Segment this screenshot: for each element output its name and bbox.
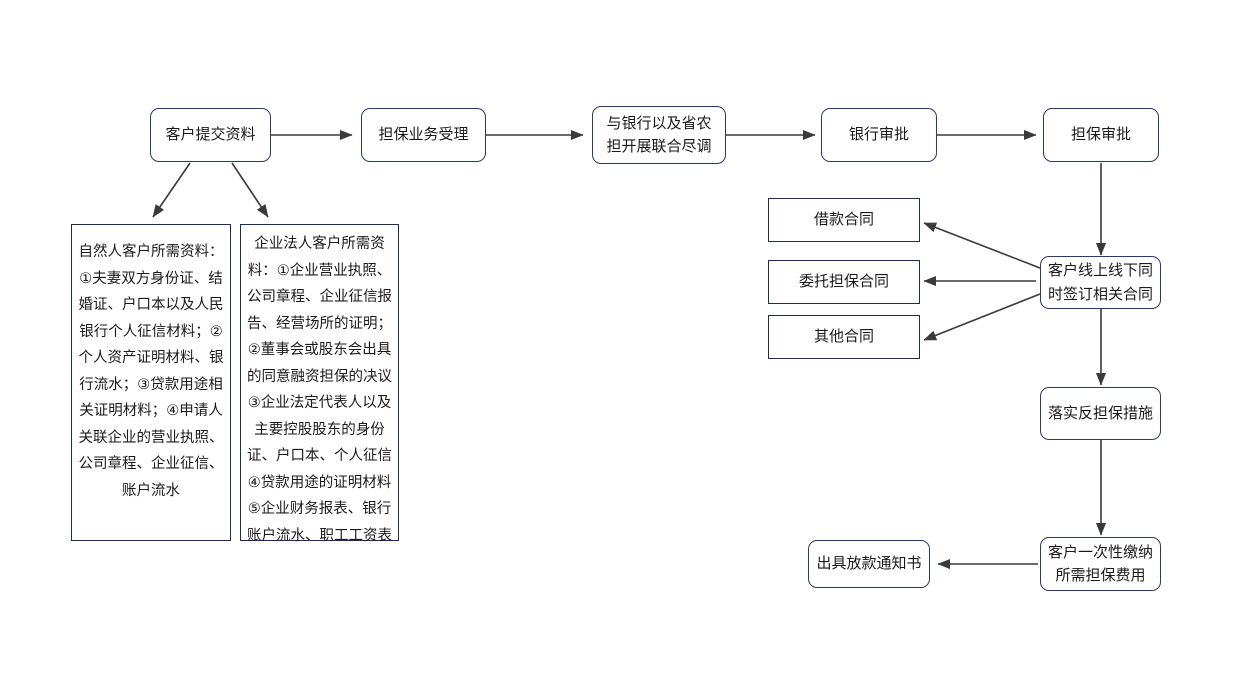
node-natural-person-materials[interactable]: 自然人客户所需资料： ①夫妻双方身份证、结 婚证、户口本以及人民 银行个人征信材… — [71, 224, 231, 541]
node-sign-contracts-label: 客户线上线下同 时签订相关合同 — [1047, 262, 1153, 303]
node-submit-materials-label: 客户提交资料 — [165, 126, 256, 144]
node-guarantee-approval[interactable]: 担保审批 — [1043, 108, 1159, 162]
connector-sign-contracts-to-other-contract — [923, 293, 1041, 341]
node-issue-loan-notice[interactable]: 出具放款通知书 — [808, 540, 930, 588]
node-pay-guarantee-fee[interactable]: 客户一次性缴纳 所需担保费用 — [1040, 537, 1161, 591]
node-loan-contract-label: 借款合同 — [813, 211, 874, 229]
node-joint-due-diligence-label: 与银行以及省农 担开展联合尽调 — [606, 114, 712, 155]
node-issue-loan-notice-label: 出具放款通知书 — [816, 555, 922, 573]
node-guarantee-acceptance[interactable]: 担保业务受理 — [361, 108, 486, 162]
node-other-contract[interactable]: 其他合同 — [768, 315, 920, 359]
node-entrusted-guarantee-contract-label: 委托担保合同 — [798, 273, 889, 291]
node-counter-guarantee[interactable]: 落实反担保措施 — [1040, 387, 1161, 440]
node-guarantee-acceptance-label: 担保业务受理 — [378, 126, 469, 144]
node-natural-person-materials-label: 自然人客户所需资料： ①夫妻双方身份证、结 婚证、户口本以及人民 银行个人征信材… — [78, 244, 224, 499]
node-guarantee-approval-label: 担保审批 — [1070, 126, 1131, 144]
node-enterprise-materials[interactable]: 企业法人客户所需资 料：①企业营业执照、 公司章程、企业征信报 告、经营场所的证… — [240, 224, 399, 544]
node-bank-approval[interactable]: 银行审批 — [821, 108, 937, 162]
node-enterprise-materials-label: 企业法人客户所需资 料：①企业营业执照、 公司章程、企业征信报 告、经营场所的证… — [247, 236, 392, 544]
node-other-contract-label: 其他合同 — [813, 328, 874, 346]
connector-submit-to-natural-person-materials — [152, 162, 191, 218]
node-submit-materials[interactable]: 客户提交资料 — [150, 108, 271, 162]
connector-submit-to-enterprise-materials — [231, 162, 269, 218]
node-entrusted-guarantee-contract[interactable]: 委托担保合同 — [768, 260, 920, 304]
node-counter-guarantee-label: 落实反担保措施 — [1047, 404, 1153, 422]
node-loan-contract[interactable]: 借款合同 — [768, 198, 920, 242]
node-joint-due-diligence[interactable]: 与银行以及省农 担开展联合尽调 — [592, 106, 726, 164]
node-pay-guarantee-fee-label: 客户一次性缴纳 所需担保费用 — [1047, 543, 1153, 584]
node-bank-approval-label: 银行审批 — [848, 126, 909, 144]
connector-sign-contracts-to-loan-contract — [923, 222, 1041, 269]
node-sign-contracts[interactable]: 客户线上线下同 时签订相关合同 — [1040, 256, 1161, 309]
